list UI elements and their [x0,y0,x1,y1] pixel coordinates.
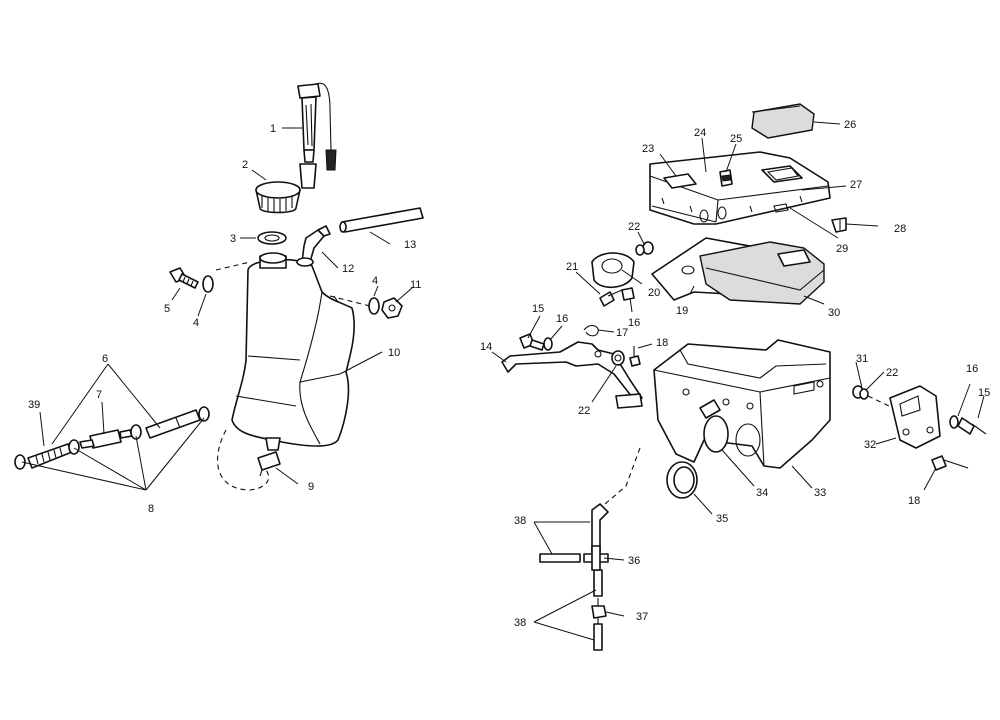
airbox-lid-part-24 [649,151,831,225]
grommet-part-31 [852,385,869,400]
nut-part-18-upper [629,346,641,367]
tee-fitting-part-36 [583,545,609,571]
plate-part-32 [889,385,941,449]
nut-part-11 [381,297,403,319]
grommet-part-22-middle [611,350,625,366]
fuel-sender-part-1 [297,82,337,189]
grommet-part-22-upper [635,241,654,256]
vent-elbow-part-12 [301,225,331,263]
callout-4-right: 4 [372,275,378,287]
actuator-assembly [591,252,635,301]
callout-4-left: 4 [193,317,199,329]
clip-part-28 [831,217,847,233]
tank-mount-dashed-line-left [215,261,251,271]
callout-24: 24 [694,127,706,139]
drain-dashed-line [217,429,270,491]
callout-22-right: 22 [886,367,898,379]
callout-16-right: 16 [966,363,978,375]
callout-35: 35 [716,513,728,525]
callout-7: 7 [96,389,102,401]
screw-part-21 [599,289,623,307]
callout-15-left: 15 [532,303,544,315]
callout-21: 21 [566,261,578,273]
breather-tube-part-38 [539,503,609,651]
callout-6: 6 [102,353,108,365]
callout-19: 19 [676,305,688,317]
washer-part-4-right [368,297,380,315]
callout-13: 13 [404,239,416,251]
check-valve-part-37 [591,598,607,624]
washer-part-16-right [949,415,959,429]
ring-part-35 [666,461,698,499]
callout-26: 26 [844,119,856,131]
callout-10: 10 [388,347,400,359]
callout-37: 37 [636,611,648,623]
fuel-cap-part-2 [255,181,301,214]
callout-16-upper: 16 [628,317,640,329]
callout-38-lower: 38 [514,617,526,629]
callout-15-right: 15 [978,387,990,399]
callout-17: 17 [616,327,628,339]
callout-33: 33 [814,487,826,499]
leader-lines [21,121,985,641]
callout-20: 20 [648,287,660,299]
clip-part-17 [583,324,599,337]
breather-dashed-line [597,447,641,511]
callout-30: 30 [828,307,840,319]
cap-gasket-part-3 [257,231,287,245]
callout-32: 32 [864,439,876,451]
bolt-part-5 [169,267,199,289]
bracket-part-14 [501,341,643,409]
boot-part-34 [699,399,729,453]
callout-14: 14 [480,341,492,353]
tank-mount-dashed-line-right [329,295,371,307]
callout-5: 5 [164,303,170,315]
drain-fitting-part-9 [257,437,281,477]
callout-38-upper: 38 [514,515,526,527]
bolt-part-15-right [957,417,987,435]
callout-22-middle: 22 [578,405,590,417]
airbox-base-part-33 [653,339,831,469]
callout-2: 2 [242,159,248,171]
hose-clamps-part-8 [14,406,210,470]
callout-8: 8 [148,503,154,515]
filter-pad-part-26 [751,103,815,139]
fastener-part-18-lower [931,455,969,471]
callout-39: 39 [28,399,40,411]
callout-18-lower: 18 [908,495,920,507]
callout-18-upper: 18 [656,337,668,349]
fuel-filter-part-7 [79,429,133,449]
callout-34: 34 [756,487,768,499]
callout-31: 31 [856,353,868,365]
washer-part-16-left [543,337,553,351]
callout-9: 9 [308,481,314,493]
callout-22-upper: 22 [628,221,640,233]
callout-16-left: 16 [556,313,568,325]
callout-12: 12 [342,263,354,275]
callout-36: 36 [628,555,640,567]
callout-27: 27 [850,179,862,191]
callout-25: 25 [730,133,742,145]
lid-valve-part-25 [719,169,733,187]
bolt-part-15-left [519,333,545,351]
callout-11: 11 [410,279,421,291]
vent-hose-part-13 [339,207,424,233]
callout-28: 28 [894,223,906,235]
callout-labels: 1 2 3 5 4 6 7 39 8 9 10 11 4 12 13 23 24… [28,119,990,629]
filter-element-part-30 [699,241,825,305]
callout-23: 23 [642,143,654,155]
fuel-hose-part-6 [145,409,201,439]
callout-1: 1 [270,123,276,135]
washer-part-4-left [202,275,214,293]
callout-29: 29 [836,243,848,255]
fuel-tank-part-10 [231,252,355,447]
callout-3: 3 [230,233,236,245]
